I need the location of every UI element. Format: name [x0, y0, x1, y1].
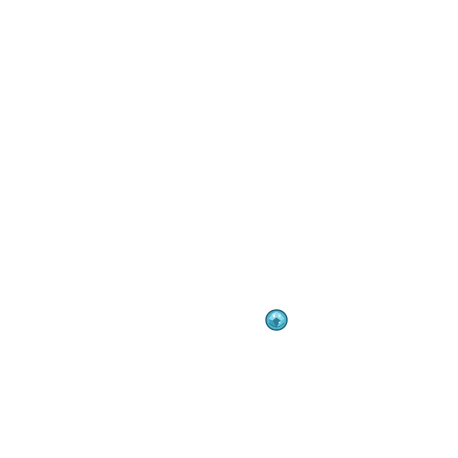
round-gemstone-icon — [265, 309, 288, 331]
